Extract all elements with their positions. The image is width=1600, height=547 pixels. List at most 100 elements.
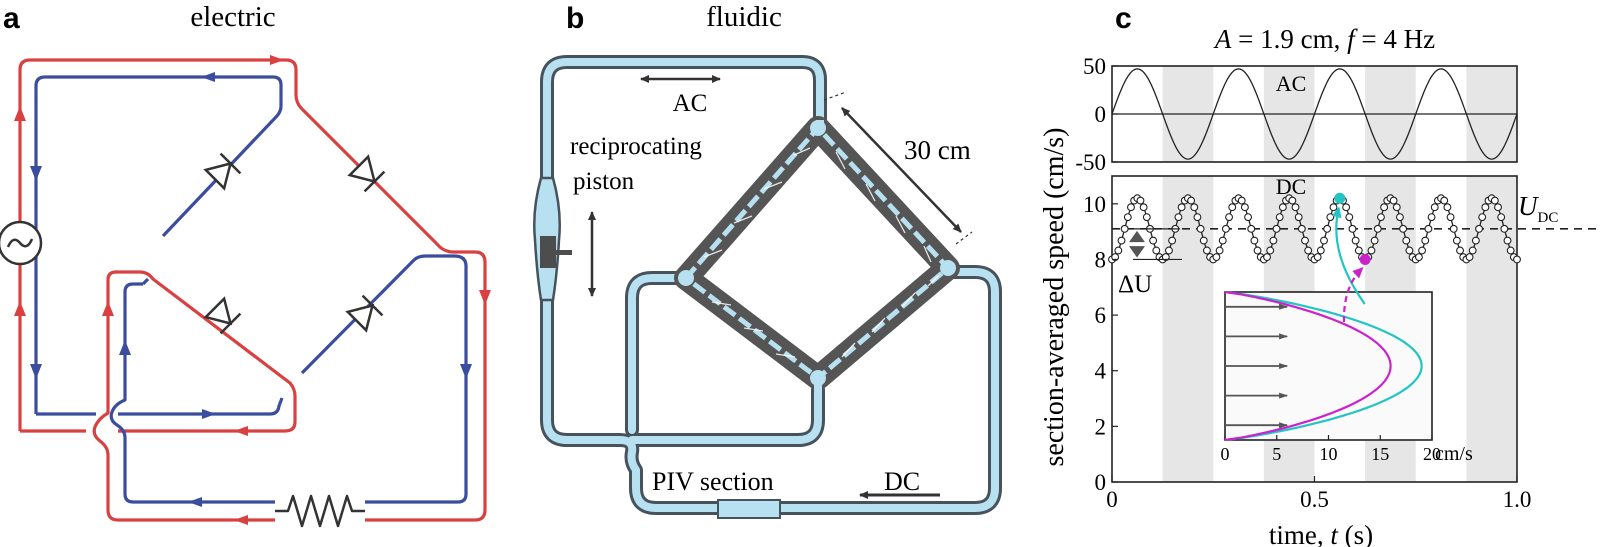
inset-xtick-label: 5 xyxy=(1272,444,1281,464)
dc-point xyxy=(1456,246,1464,255)
label-piv: PIV section xyxy=(652,467,774,496)
dc-point xyxy=(1221,224,1230,233)
dc-point xyxy=(1123,213,1132,222)
dc-point xyxy=(1202,246,1211,255)
dc-point xyxy=(1440,196,1449,205)
dc-point xyxy=(1354,246,1363,255)
diode-icon xyxy=(203,296,242,335)
dc-point xyxy=(1497,213,1506,222)
dc-ytick-label: 6 xyxy=(1095,303,1107,328)
panel-b-title: fluidic xyxy=(706,1,782,33)
dc-point xyxy=(1313,253,1322,262)
dc-point xyxy=(1421,236,1430,245)
dc-point xyxy=(1215,246,1224,255)
panel-b: b fluidic xyxy=(533,1,1002,519)
dc-point xyxy=(1405,246,1414,255)
chart-title: A = 1.9 cm, f = 4 Hz xyxy=(1213,24,1435,54)
dc-point xyxy=(1370,236,1379,245)
ac-ytick-label: 0 xyxy=(1095,102,1107,127)
dc-point xyxy=(1266,246,1275,255)
dc-ytick-label: 2 xyxy=(1095,414,1107,439)
dc-point xyxy=(1120,224,1129,233)
dc-point xyxy=(1190,203,1199,212)
dc-point xyxy=(1452,236,1461,245)
dc-ytick-label: 4 xyxy=(1095,359,1107,384)
dc-ytick-label: 10 xyxy=(1083,192,1106,217)
dc-point xyxy=(1161,253,1170,262)
dc-point xyxy=(1269,236,1278,245)
tubing xyxy=(540,55,1002,515)
dc-point xyxy=(1478,213,1487,222)
inset-xtick-label: 10 xyxy=(1320,444,1338,464)
dc-point xyxy=(1465,253,1474,262)
ac-series-label: AC xyxy=(1276,71,1307,96)
dc-point xyxy=(1494,203,1502,212)
panel-a-title: electric xyxy=(190,1,275,33)
diode-icon xyxy=(347,154,386,193)
dc-point xyxy=(1443,203,1452,212)
dc-point xyxy=(1253,246,1262,255)
dc-point xyxy=(1187,196,1196,205)
label-length: 30 cm xyxy=(904,135,971,165)
dc-point xyxy=(1506,246,1515,255)
dc-point xyxy=(1399,224,1408,233)
dc-point xyxy=(1446,213,1455,222)
dc-point xyxy=(1240,203,1249,212)
dc-point xyxy=(1218,236,1227,245)
dc-point xyxy=(1278,203,1287,212)
ac-plot: 500-50 xyxy=(1075,54,1518,175)
dc-point xyxy=(1165,246,1173,255)
dc-point xyxy=(1237,196,1246,205)
dc-ytick-label: 0 xyxy=(1095,470,1107,495)
dc-point xyxy=(1329,203,1338,212)
udc-label: UDC xyxy=(1518,191,1558,226)
ac-ytick-label: 50 xyxy=(1083,54,1106,79)
dc-point xyxy=(1376,213,1385,222)
dc-point xyxy=(1481,203,1490,212)
dc-point xyxy=(1345,213,1354,222)
dc-point xyxy=(1297,224,1306,233)
panel-c: c A = 1.9 cm, f = 4 Hz section-averaged … xyxy=(1039,2,1600,547)
dc-point xyxy=(1471,236,1480,245)
y-axis-label: section-averaged speed (cm/s) xyxy=(1039,128,1070,467)
velocity-profile-magenta xyxy=(1224,290,1392,442)
diodes xyxy=(203,152,386,335)
diode-icon xyxy=(203,152,242,191)
resistor-icon xyxy=(275,494,365,528)
dc-point xyxy=(1342,203,1351,212)
panel-a: a electric xyxy=(0,1,491,528)
dc-point xyxy=(1449,224,1458,233)
diode-icon xyxy=(345,294,384,333)
dc-point xyxy=(1117,236,1126,245)
dc-point xyxy=(1136,196,1145,205)
dc-point xyxy=(1500,224,1509,233)
dc-point xyxy=(1294,213,1303,222)
dc-point xyxy=(1326,213,1335,222)
dc-point xyxy=(1152,246,1161,255)
dc-point xyxy=(1139,203,1148,212)
blue-wire xyxy=(34,75,468,504)
dc-point xyxy=(1402,236,1411,245)
dc-point xyxy=(1427,213,1436,222)
dc-series-label: DC xyxy=(1276,174,1307,199)
dc-point xyxy=(1228,203,1237,212)
panel-a-letter: a xyxy=(3,2,20,35)
length-tick xyxy=(955,231,973,245)
dc-point xyxy=(1272,224,1281,233)
dc-point xyxy=(1263,253,1271,262)
piston-chamber xyxy=(533,176,572,302)
length-tick xyxy=(823,91,847,101)
dc-point xyxy=(1244,213,1253,222)
dc-point xyxy=(1111,253,1120,262)
dc-point xyxy=(1414,253,1423,262)
dc-point xyxy=(1250,236,1259,245)
ratchet-diamond xyxy=(674,116,960,392)
cyan-connector-arrow xyxy=(1331,206,1366,305)
length-arrow xyxy=(841,107,962,233)
dc-point xyxy=(1247,224,1256,233)
delta-u-arrow-down xyxy=(1129,246,1145,258)
dc-point xyxy=(1348,224,1357,233)
dc-point xyxy=(1114,246,1123,255)
dc-point xyxy=(1395,213,1404,222)
dc-point xyxy=(1174,213,1183,222)
